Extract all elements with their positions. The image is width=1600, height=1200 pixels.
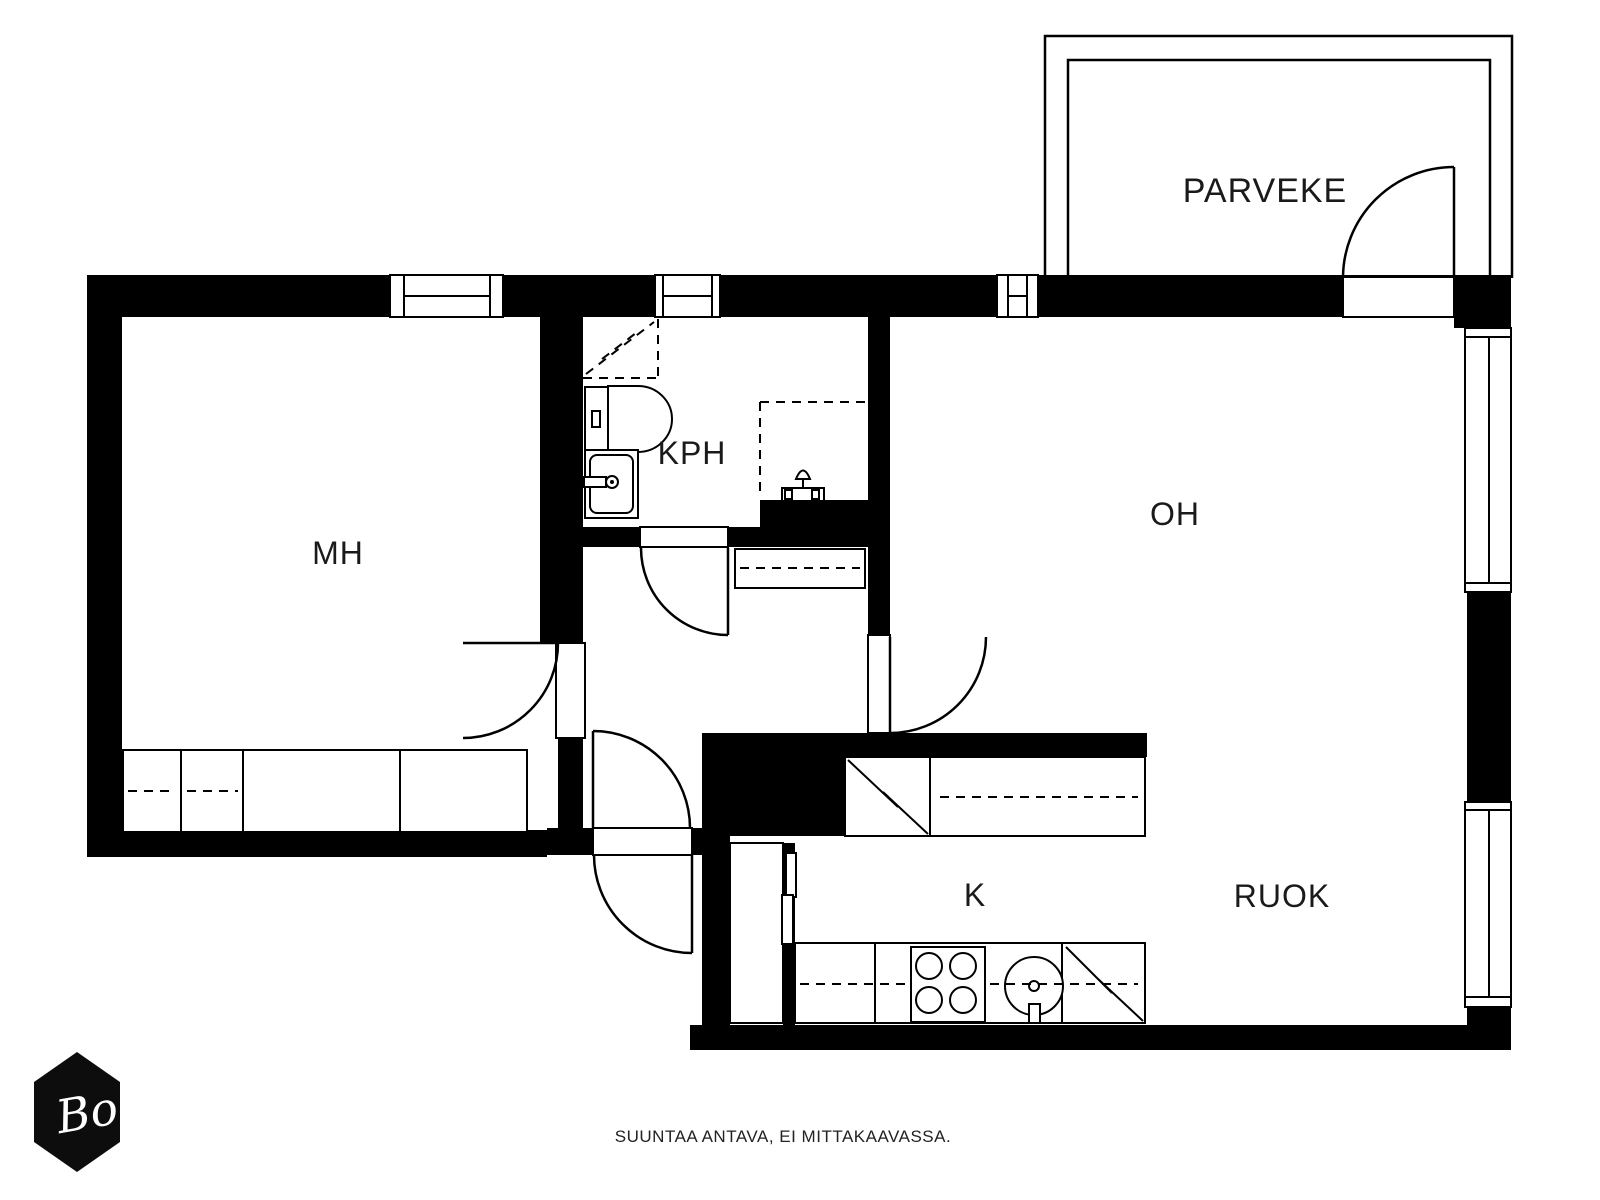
kitchen-fixtures xyxy=(729,756,1146,1024)
wall-kph-shower-notch xyxy=(760,500,868,527)
opening-front-door xyxy=(592,827,693,856)
balcony-door xyxy=(1341,165,1456,279)
wall-kph-bottom-left xyxy=(583,527,640,547)
balcony xyxy=(1043,34,1514,278)
walls xyxy=(87,275,1511,1050)
footer-disclaimer: SUUNTAA ANTAVA, EI MITTAKAAVASSA. xyxy=(615,1127,951,1146)
oh-door xyxy=(888,636,988,735)
laundry-reservation-dashed xyxy=(583,319,659,379)
wall-mh-kph xyxy=(540,317,583,643)
wall-below-mh-door xyxy=(558,738,583,832)
balcony-outer-wall xyxy=(1043,34,1514,278)
balcony-inner-wall xyxy=(1066,58,1492,277)
kitchen-counter-bottom xyxy=(794,942,1146,1024)
front-door-outer xyxy=(592,854,694,955)
opening-mh-door xyxy=(555,642,586,739)
wall-hall-oh-upper xyxy=(868,317,890,635)
wall-bottom xyxy=(690,1025,1511,1050)
wall-kitchen-west xyxy=(702,836,730,1025)
wall-right-bottom xyxy=(1467,1007,1511,1050)
wall-mh-bottom xyxy=(87,830,547,857)
hall-coat-rack xyxy=(734,548,866,589)
sink-icon xyxy=(583,449,639,519)
label-ruok: RUOK xyxy=(1234,878,1330,914)
front-door-inner xyxy=(591,729,692,829)
wall-kitchen-chunk xyxy=(702,757,845,836)
window-mh xyxy=(389,274,504,318)
openings xyxy=(389,274,1512,1008)
doors xyxy=(462,165,1456,955)
brand-logo: Bo xyxy=(34,1052,122,1172)
window-oh-top xyxy=(996,274,1039,318)
room-labels: PARVEKE MH KPH OH K RUOK xyxy=(312,172,1347,914)
label-k: K xyxy=(964,877,986,913)
kitchen-counter-top xyxy=(844,756,1146,837)
logo-hexagon-icon xyxy=(34,1052,120,1172)
toilet-icon xyxy=(584,385,673,453)
wall-oh-kitchen-band xyxy=(702,733,1147,757)
wall-kph-bottom-right xyxy=(728,527,868,547)
opening-kph-door xyxy=(639,526,729,548)
dishwasher-icon xyxy=(1065,946,1144,1022)
fridge-icon xyxy=(847,759,929,835)
wall-left xyxy=(87,275,122,857)
opening-balcony-door xyxy=(1342,276,1455,318)
kph-door xyxy=(639,547,730,637)
wall-entry-west xyxy=(547,828,593,855)
shower-mixer-icon xyxy=(781,469,825,502)
shower-zone-dashed xyxy=(759,401,866,497)
sliding-door-panel-1 xyxy=(785,852,797,898)
sliding-door-panel-2 xyxy=(781,894,794,945)
kitchen-sink-icon xyxy=(1004,956,1064,1024)
wall-right-top xyxy=(1467,278,1511,328)
mh-wardrobes xyxy=(122,749,528,833)
opening-oh-door xyxy=(867,634,891,734)
wall-entry-east-filler xyxy=(692,828,704,855)
label-mh: MH xyxy=(312,535,364,571)
kitchen-tall-cabinet xyxy=(729,842,784,1024)
stove-icon xyxy=(910,946,986,1023)
wall-right-mid xyxy=(1467,592,1511,802)
window-oh-right xyxy=(1464,327,1512,593)
mh-door xyxy=(462,641,560,740)
window-kph xyxy=(654,274,721,318)
bathroom-fixtures xyxy=(583,319,866,519)
label-parveke: PARVEKE xyxy=(1183,172,1347,210)
logo-text: Bo xyxy=(51,1080,122,1144)
label-kph: KPH xyxy=(658,435,727,471)
wall-top xyxy=(87,275,1454,317)
window-ruok-right xyxy=(1464,801,1512,1008)
label-oh: OH xyxy=(1150,496,1200,532)
